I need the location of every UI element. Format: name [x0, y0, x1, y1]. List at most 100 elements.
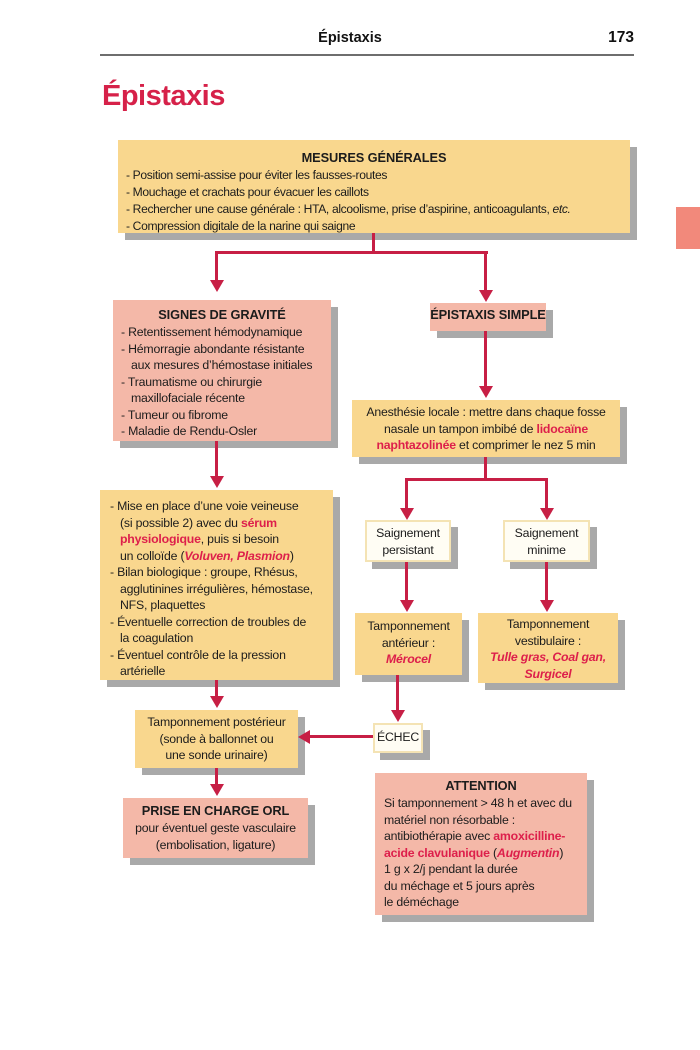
arrowhead-down [400, 508, 414, 520]
arrowhead-down [210, 696, 224, 708]
connector-line [484, 331, 487, 387]
connector-stem [372, 233, 375, 254]
prise-en-charge-orl-box: PRISE EN CHARGE ORL pour éventuel geste … [123, 798, 308, 858]
arrowhead-down [540, 600, 554, 612]
arrowhead-down [479, 386, 493, 398]
text-line: du méchage et 5 jours après [384, 878, 535, 893]
text-line: Saignement [376, 526, 440, 540]
signes-gravite-box: SIGNES DE GRAVITÉ - Retentissement hémod… [113, 300, 331, 441]
voie-veineuse-box: - Mise en place d’une voie veineuse (si … [100, 490, 333, 680]
box-title: ÉPISTAXIS SIMPLE [430, 307, 546, 322]
text-segment: et comprimer le nez 5 min [455, 438, 596, 452]
text-segment: ( [489, 845, 497, 860]
arrowhead-down [210, 784, 224, 796]
tamponnement-posterieur-box: Tamponnement postérieur (sonde à ballonn… [135, 710, 298, 768]
text-line: antibiothérapie avec amoxicilline- [384, 828, 587, 845]
text-line: naphtazolinée et comprimer le nez 5 min [352, 437, 620, 454]
text-line: un colloïde (Voluven, Plasmion) [110, 548, 333, 565]
brand-name: Augmentin [496, 845, 560, 860]
arrowhead-down [540, 508, 554, 520]
text-segment: ) [559, 845, 564, 860]
brand-name: Voluven, Plasmion [184, 548, 290, 563]
connector-line [405, 478, 408, 509]
text-line: - Hémorragie abondante résistante [121, 341, 305, 356]
running-header-title: Épistaxis [318, 30, 382, 46]
drug-name: physiologique [120, 532, 201, 546]
text-line: minime [527, 542, 566, 557]
text-line: Tamponnement [367, 619, 450, 633]
page-number: 173 [608, 29, 634, 46]
text-line: vestibulaire : [514, 633, 582, 648]
page-title: Épistaxis [102, 80, 225, 112]
text-segment: - Rechercher une cause générale : HTA, a… [126, 202, 553, 216]
brand-name: Tulle gras, Coal gan, [490, 650, 606, 664]
header-rule [100, 54, 634, 56]
connector-line [484, 251, 487, 291]
echec-box: ÉCHEC [373, 723, 423, 753]
tamponnement-vestibulaire-box: Tamponnement vestibulaire : Tulle gras, … [478, 613, 618, 683]
text-line: NFS, plaquettes [120, 598, 206, 612]
text-line: Tamponnement [506, 617, 590, 631]
text-line: nasale un tampon imbibé de lidocaïne [352, 421, 620, 438]
text-line: Saignement [514, 526, 579, 540]
text-segment: un colloïde ( [120, 548, 185, 563]
connector-line [545, 478, 548, 509]
arrowhead-down [210, 280, 224, 292]
text-line: persistant [382, 542, 434, 557]
text-line: - Bilan biologique : groupe, Rhésus, [110, 565, 298, 579]
text-line: - Retentissement hémodynamique [121, 325, 303, 339]
drug-name: acide clavulanique [384, 845, 490, 860]
arrowhead-down [400, 600, 414, 612]
arrowhead-down [391, 710, 405, 722]
text-line: artérielle [120, 664, 166, 678]
text-line: - Maladie de Rendu-Osler [121, 424, 257, 438]
text-line: une sonde urinaire) [165, 748, 268, 762]
text-segment: , puis si besoin [200, 532, 279, 546]
text-segment: (si possible 2) avec du [120, 515, 241, 530]
chapter-edge-tab [676, 207, 700, 249]
text-line: antérieur : [381, 635, 436, 650]
text-segment: ) [289, 548, 294, 563]
text-line: Anesthésie locale : mettre dans chaque f… [366, 405, 606, 419]
tamponnement-anterieur-box: Tamponnement antérieur : Mérocel [355, 613, 462, 675]
box-title: PRISE EN CHARGE ORL [141, 803, 290, 818]
brand-name: Surgicel [524, 666, 572, 681]
connector-stem [484, 457, 487, 481]
brand-name: Mérocel [385, 652, 432, 666]
text-line: physiologique, puis si besoin [110, 531, 333, 548]
connector-branch [405, 478, 548, 481]
drug-name: lidocaïne [536, 421, 589, 436]
arrowhead-left [298, 730, 310, 744]
drug-name: sérum [240, 515, 277, 530]
arrowhead-down [210, 476, 224, 488]
connector-branch [215, 251, 488, 254]
text-line: maxillofaciale récente [131, 391, 245, 405]
epistaxis-simple-box: ÉPISTAXIS SIMPLE [430, 303, 546, 331]
text-line: agglutinines irrégulières, hémostase, [120, 581, 313, 596]
arrowhead-down [479, 290, 493, 302]
text-line: - Traumatisme ou chirurgie [121, 374, 263, 389]
connector-line [215, 441, 218, 477]
connector-line [215, 251, 218, 281]
connector-line [215, 768, 218, 785]
text-line: (si possible 2) avec du sérum [110, 515, 333, 532]
text-line: le déméchage [384, 895, 459, 909]
text-line: - Éventuelle correction de troubles de [110, 614, 307, 629]
text-segment: antibiothérapie avec [384, 829, 494, 843]
text-line: - Position semi-assise pour éviter les f… [126, 168, 388, 182]
anesthesie-locale-box: Anesthésie locale : mettre dans chaque f… [352, 400, 620, 457]
text-line: aux mesures d’hémostase initiales [131, 358, 313, 372]
text-line: - Tumeur ou fibrome [121, 407, 228, 422]
text-line: Si tamponnement > 48 h et avec du [384, 796, 572, 810]
box-title: SIGNES DE GRAVITÉ [158, 307, 286, 322]
connector-line [310, 735, 373, 738]
box-title: MESURES GÉNÉRALES [301, 150, 447, 165]
text-line: (sonde à ballonnet ou [159, 731, 274, 746]
connector-line [545, 562, 548, 601]
text-line: acide clavulanique (Augmentin) [384, 845, 587, 862]
drug-name: amoxicilline- [493, 829, 566, 843]
text-line: - Mise en place d’une voie veineuse [110, 499, 299, 513]
saignement-persistant-box: Saignement persistant [365, 520, 451, 562]
text-line: la coagulation [120, 631, 194, 645]
